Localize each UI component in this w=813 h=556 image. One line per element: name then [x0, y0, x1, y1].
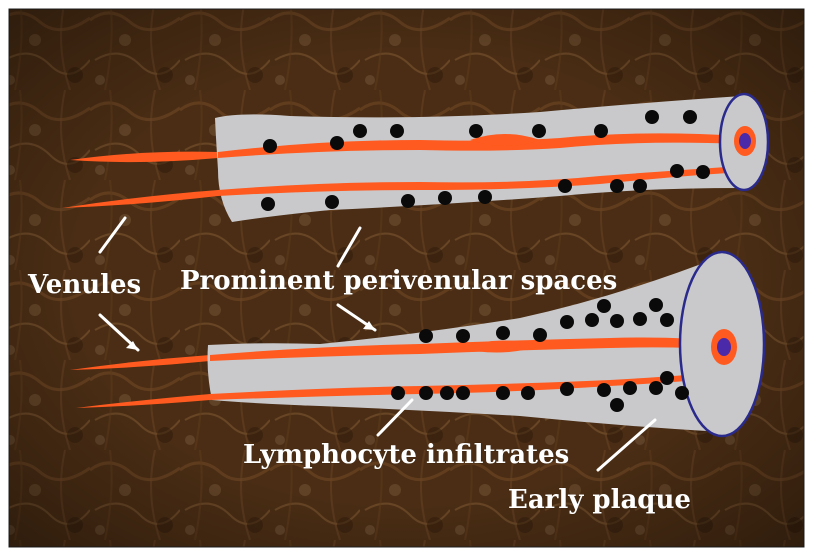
lymphocyte [496, 326, 510, 340]
lymphocyte [440, 386, 454, 400]
lymphocyte [558, 179, 572, 193]
lymphocyte [597, 383, 611, 397]
lymphocyte [456, 329, 470, 343]
lymphocyte [660, 313, 674, 327]
lymphocyte [594, 124, 608, 138]
lymphocyte [263, 139, 277, 153]
lymphocyte [261, 197, 275, 211]
lymphocyte [610, 179, 624, 193]
lymphocyte [532, 124, 546, 138]
lymphocyte [633, 312, 647, 326]
lymphocyte [391, 386, 405, 400]
perivenular-spaces-label: Prominent perivenular spaces [180, 266, 617, 296]
lymphocyte [419, 386, 433, 400]
lymphocyte [610, 398, 624, 412]
early-plaque-label: Early plaque [508, 485, 691, 515]
lymphocyte [623, 381, 637, 395]
lymphocyte [610, 314, 624, 328]
venules-label: Venules [27, 270, 141, 300]
lymphocyte [438, 191, 452, 205]
lymphocyte [649, 381, 663, 395]
lymphocyte [521, 386, 535, 400]
lymphocyte [696, 165, 710, 179]
lymphocyte [585, 313, 599, 327]
lymphocyte [330, 136, 344, 150]
lymphocyte [353, 124, 367, 138]
lymphocyte [469, 124, 483, 138]
lymphocyte [401, 194, 415, 208]
lymphocyte [478, 190, 492, 204]
lymphocyte [560, 315, 574, 329]
lymphocyte [419, 329, 433, 343]
lymphocyte [456, 386, 470, 400]
lymphocyte [633, 179, 647, 193]
lymphocyte [390, 124, 404, 138]
lymphocyte [560, 382, 574, 396]
upper-lumen [739, 133, 751, 149]
lymphocyte [325, 195, 339, 209]
lymphocyte [533, 328, 547, 342]
lymphocyte-infiltrates-label: Lymphocyte infiltrates [243, 440, 569, 470]
lymphocyte [683, 110, 697, 124]
lymphocyte [649, 298, 663, 312]
lymphocyte [660, 371, 674, 385]
lymphocyte [496, 386, 510, 400]
lymphocyte [675, 386, 689, 400]
lymphocyte [670, 164, 684, 178]
lower-lumen [717, 338, 731, 356]
lymphocyte [597, 299, 611, 313]
lymphocyte [645, 110, 659, 124]
